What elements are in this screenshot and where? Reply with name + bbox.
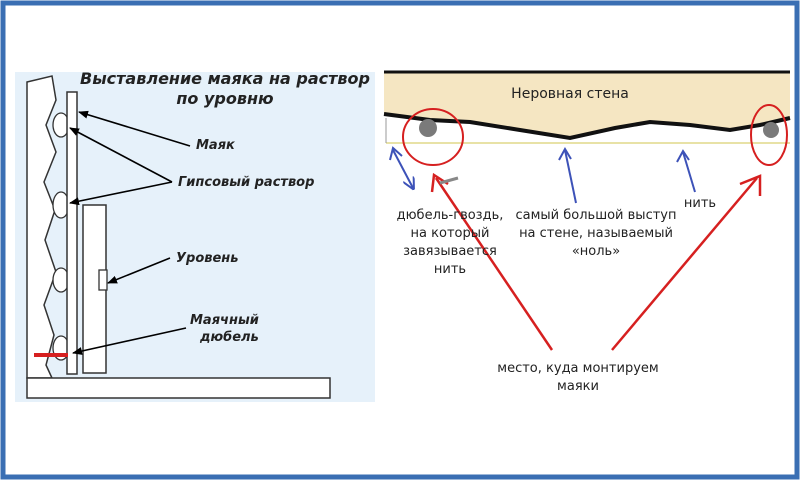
vystup-line3: «ноль»: [572, 244, 620, 259]
label-dubel-line1: Маячный: [190, 313, 259, 328]
left-arrows: [69, 110, 191, 355]
rough-wall: [26, 75, 57, 379]
label-mayak: Маяк: [196, 138, 236, 153]
dubel-line2: на который: [411, 226, 490, 241]
highlight-right: [750, 104, 788, 166]
gray-check-mark: [439, 176, 459, 185]
dubel-text: дюбель-гвоздь, на который завязывается н…: [397, 208, 504, 277]
dubel-line3: завязывается: [403, 244, 497, 259]
level-bubble: [98, 269, 108, 291]
highlight-left: [402, 108, 464, 166]
mesto-line1: место, куда монтируем: [497, 361, 658, 376]
vystup-text: самый большой выступ на стене, называемы…: [516, 208, 677, 259]
dubel-line4: нить: [434, 262, 466, 277]
floor: [26, 377, 331, 399]
left-title-line2: по уровню: [176, 89, 273, 108]
wall-label: Неровная стена: [511, 86, 629, 102]
label-dubel-line2: дюбель: [199, 330, 259, 345]
label-gips: Гипсовый раствор: [178, 175, 314, 190]
dowel-left: [419, 119, 437, 137]
nit-label: нить: [684, 196, 716, 211]
gypsum-blobs: [52, 112, 70, 361]
mesto-text: место, куда монтируем маяки: [497, 361, 658, 394]
dowel-right: [763, 122, 779, 138]
dubel-line1: дюбель-гвоздь,: [397, 208, 504, 223]
right-panel: Неровная стена: [383, 70, 791, 394]
vystup-line2: на стене, называемый: [519, 226, 673, 241]
mesto-line2: маяки: [557, 379, 599, 394]
left-panel: Выставление маяка на раствор по уровню М…: [15, 69, 375, 402]
beacon-profile: [66, 91, 78, 375]
blue-arrows: [392, 149, 696, 204]
uneven-wall: [384, 72, 790, 138]
label-uroven: Уровень: [176, 251, 239, 266]
left-title-line1: Выставление маяка на раствор: [80, 69, 370, 88]
vystup-line1: самый большой выступ: [516, 208, 677, 223]
blue-arrowheads: [389, 146, 690, 163]
